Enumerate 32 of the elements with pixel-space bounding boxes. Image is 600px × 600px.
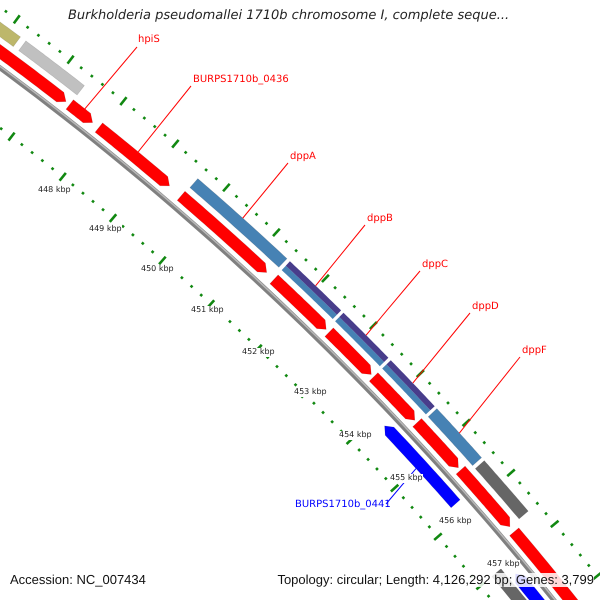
- gene-label: hpiS: [138, 34, 160, 45]
- leader-line: [84, 46, 138, 110]
- leader-line: [242, 162, 288, 219]
- gene-label: BURPS1710b_0436: [193, 74, 289, 85]
- gene-label: BURPS1710b_0441: [295, 499, 391, 510]
- footer-text: Accession: NC_007434: [10, 573, 146, 588]
- leader-line: [412, 312, 470, 384]
- scale-label: 454 kbp: [339, 431, 372, 440]
- leader-line: [138, 86, 192, 152]
- scale-label: 455 kbp: [390, 474, 423, 483]
- leader-line: [458, 356, 520, 434]
- scale-label: 452 kbp: [242, 348, 275, 357]
- gene-label: dppB: [367, 213, 393, 224]
- gene-label: dppA: [290, 151, 316, 162]
- gene-feature: [66, 99, 93, 123]
- scale-label: 449 kbp: [89, 225, 122, 234]
- leader-line: [366, 270, 420, 336]
- gene-feature: [282, 261, 342, 319]
- gene-feature: [176, 190, 268, 273]
- gene-feature: [382, 360, 435, 414]
- scale-label: 457 kbp: [487, 560, 520, 569]
- gene-label: dppD: [472, 301, 499, 312]
- gene-feature: [335, 312, 388, 366]
- footer-text: Topology: circular; Length: 4,126,292 bp; Genes: 3,799: [277, 573, 594, 588]
- gene-label: dppC: [422, 259, 448, 270]
- gene-feature: [189, 178, 288, 268]
- gene-feature: [94, 122, 170, 186]
- gene-label: dppF: [522, 345, 547, 356]
- map-title: Burkholderia pseudomallei 1710b chromosome I, complete seque...: [68, 9, 510, 24]
- scale-label: 451 kbp: [191, 306, 224, 315]
- leader-line: [315, 224, 366, 286]
- gene-feature: [428, 408, 482, 466]
